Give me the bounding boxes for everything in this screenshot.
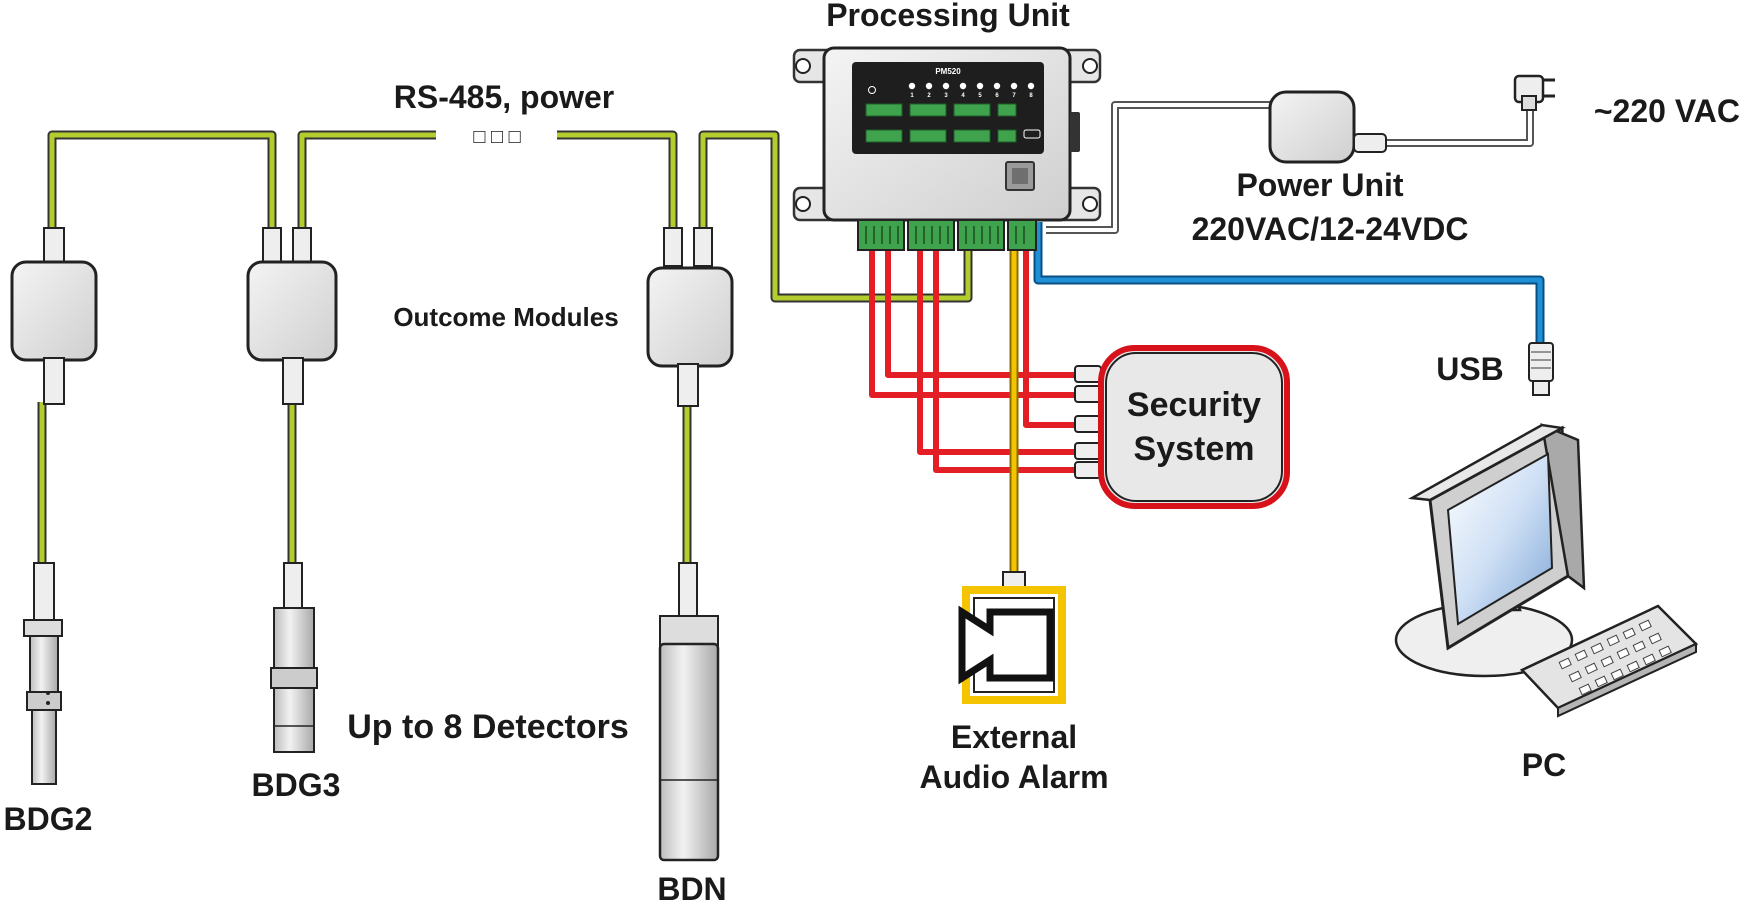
bdg2-label: BDG2 [4, 801, 93, 837]
rs485-label: RS-485, power [394, 79, 615, 115]
security-label-line2: System [1134, 430, 1255, 468]
plug-icon [1513, 74, 1555, 111]
outcome-module-3 [646, 227, 734, 407]
outcome-module-1 [10, 227, 98, 405]
processing-unit: PM520 [792, 46, 1102, 251]
detector-bdn [658, 562, 720, 862]
led-number-label: 2 [927, 93, 931, 99]
led-number-label: 7 [1012, 93, 1016, 99]
led-number-label: 6 [995, 93, 999, 99]
device-model-label: PM520 [935, 67, 961, 76]
bottom-connectors [857, 219, 1037, 251]
bdg3-label: BDG3 [252, 767, 341, 803]
led-number-label: 1 [910, 93, 914, 99]
speaker-icon [958, 571, 1066, 704]
led-number-label: 4 [961, 93, 965, 99]
relay-cables [869, 250, 1075, 473]
usb-label: USB [1436, 351, 1504, 387]
led-number-label: 3 [944, 93, 948, 99]
rs485-dots: □ □ □ [473, 126, 520, 148]
keyboard-icon [1519, 604, 1699, 718]
computer-icon [1394, 422, 1699, 718]
panel-terminals [865, 103, 1017, 143]
led-number-label: 8 [1029, 93, 1033, 99]
alarm-label-line2: Audio Alarm [919, 759, 1108, 795]
detector-bdg3 [270, 562, 318, 753]
power-cables [1046, 100, 1534, 234]
vac-label: ~220 VAC [1594, 93, 1740, 129]
usb-cable [1033, 222, 1545, 345]
security-label-line1: Security [1127, 386, 1261, 424]
outcome-module-2 [246, 227, 338, 405]
security-system: Security System [1074, 345, 1290, 509]
led-row [908, 82, 1035, 90]
up-to-8-detectors-label: Up to 8 Detectors [347, 708, 629, 746]
power-unit-label-line2: 220VAC/12-24VDC [1192, 211, 1469, 247]
power-unit [1268, 90, 1387, 164]
usb-plug-icon [1528, 342, 1554, 396]
alarm-label-line1: External [951, 719, 1077, 755]
power-led-icon [868, 86, 876, 94]
power-unit-label-line1: Power Unit [1236, 167, 1403, 203]
outcome-modules-label: Outcome Modules [393, 302, 618, 332]
processing-unit-label: Processing Unit [826, 0, 1070, 33]
detector-bdg2 [23, 562, 63, 785]
rs485-cable-network [37, 130, 973, 565]
led-number-label: 5 [978, 93, 982, 99]
bdn-label: BDN [657, 871, 726, 906]
pc-label: PC [1522, 747, 1566, 783]
